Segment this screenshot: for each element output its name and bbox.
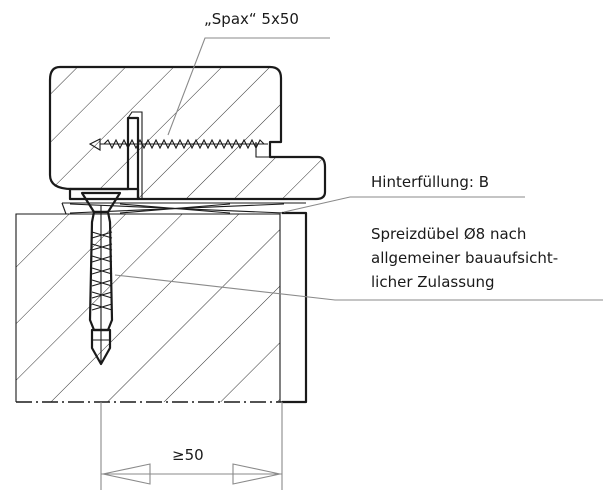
backfill-label: Hinterfüllung: B xyxy=(371,173,489,191)
window-frame-profile xyxy=(48,65,327,201)
angle-bracket xyxy=(68,111,143,201)
reveal-strip xyxy=(282,211,308,404)
expansion-anchor xyxy=(80,191,122,366)
leader-lines xyxy=(114,37,603,301)
anchor-label-line2: allgemeiner bauaufsicht- xyxy=(371,249,558,267)
anchor-leader xyxy=(114,274,603,301)
screw-label: „Spax“ 5x50 xyxy=(204,10,299,28)
edge-distance-label: ≥50 xyxy=(172,446,204,464)
screw-leader xyxy=(167,37,330,136)
wall-section xyxy=(15,213,282,403)
edge-distance-dimension xyxy=(100,402,283,490)
anchor-label-line3: licher Zulassung xyxy=(371,273,495,291)
backfill-leader xyxy=(283,196,525,213)
spax-screw xyxy=(88,138,268,151)
anchor-label-line1: Spreizdübel Ø8 nach xyxy=(371,225,526,243)
